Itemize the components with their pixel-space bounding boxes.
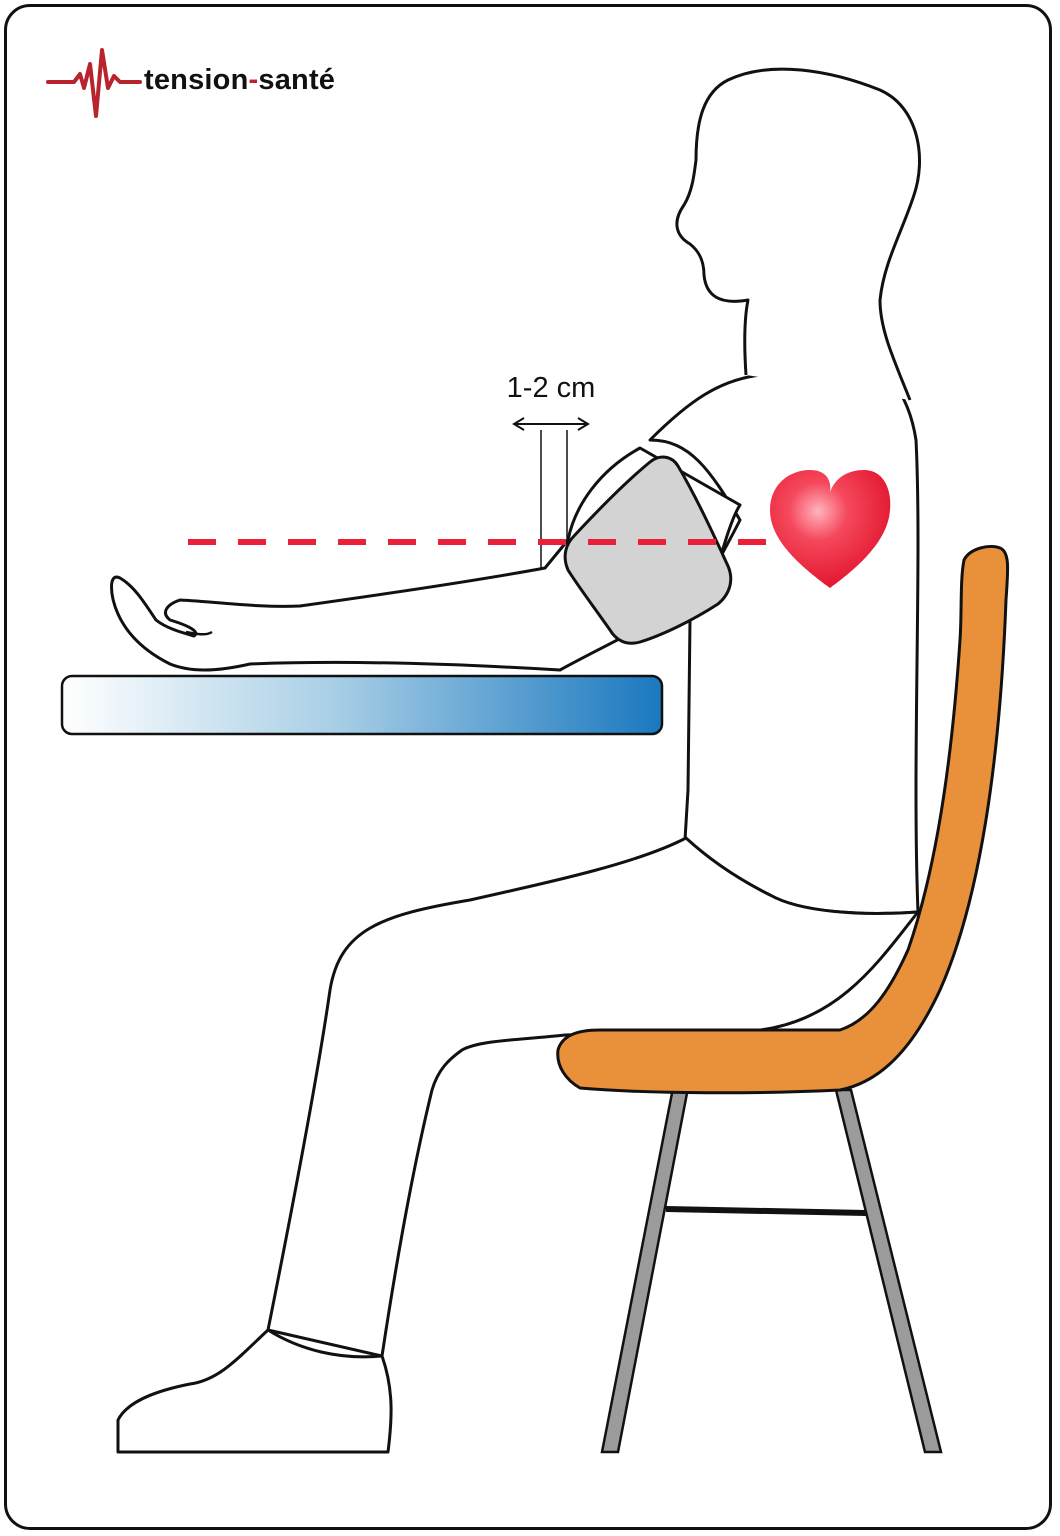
brand-logo-text: tension-santé — [144, 64, 335, 97]
person-legs — [266, 836, 920, 1358]
heart-icon — [770, 470, 891, 588]
blood-pressure-cuff — [563, 455, 733, 645]
brand-separator: - — [248, 64, 259, 96]
chair-seat-back — [556, 545, 1010, 1095]
measurement-guides — [512, 417, 590, 570]
brand-name-part1: tension — [144, 64, 249, 96]
pulse-icon — [46, 48, 142, 118]
person-arm — [110, 446, 742, 672]
brand-name-part2: santé — [258, 64, 336, 96]
person-torso — [648, 350, 920, 915]
person-head-neck — [675, 67, 921, 401]
table-top — [60, 674, 664, 736]
chair-legs — [600, 1086, 943, 1454]
measurement-label: 1-2 cm — [506, 372, 596, 404]
person-shoe — [116, 1328, 393, 1454]
